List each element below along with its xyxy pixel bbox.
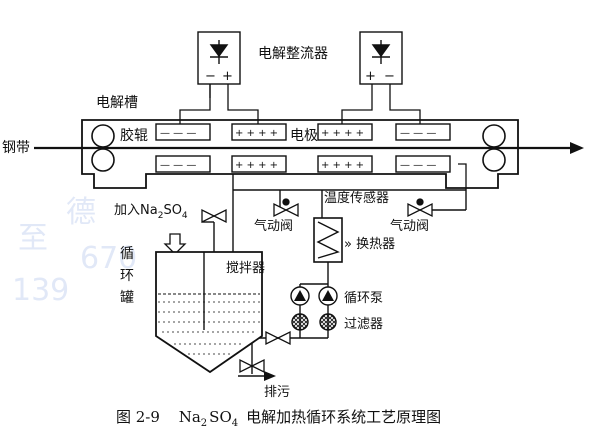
- roller-bottom-left: [91, 148, 115, 172]
- electrode-bottom-4: [395, 155, 451, 173]
- pump-label: 循环泵: [344, 291, 383, 306]
- temperature-sensor-label: 温度传感器: [324, 190, 389, 206]
- watermark-char-1: 至: [18, 221, 48, 256]
- filter-right: [319, 313, 337, 331]
- caption-figure-number: 图 2-9: [116, 408, 160, 426]
- pneumatic-valve-right-label: 气动阀: [390, 218, 429, 234]
- electrode-bottom-4-sign: — — —: [400, 160, 436, 171]
- rectifier-right-minus: −: [384, 69, 395, 84]
- mixer-label: 搅拌器: [226, 260, 265, 276]
- strip-arrow-icon: [570, 142, 584, 154]
- electrode-top-4: [395, 123, 451, 141]
- feed-valve: [201, 208, 227, 224]
- electrode-label: 电极: [290, 128, 318, 144]
- watermark-number-1: 139: [12, 273, 69, 308]
- pneumatic-valve-right: [407, 198, 433, 218]
- electrode-top-2-sign: + + + +: [235, 128, 278, 139]
- pump-icon: [322, 290, 334, 301]
- electrode-bottom-2-sign: + + + +: [235, 160, 278, 171]
- valves: [193, 198, 433, 374]
- watermark-char-2: 德: [66, 195, 96, 230]
- roller-top-left: [91, 124, 115, 148]
- add-na2so4-tail: SO: [163, 203, 181, 218]
- electrolytic-cell: [81, 119, 519, 189]
- filter-left: [291, 313, 309, 331]
- tank-label-char-3: 罐: [120, 290, 134, 306]
- electrode-top-4-sign: — — —: [400, 128, 436, 139]
- drain-valve: [239, 358, 265, 374]
- discharge-arrow-icon: [264, 371, 276, 381]
- electrode-bottom-1-sign: — — —: [160, 160, 196, 171]
- temperature-probe: [458, 163, 467, 188]
- pump-icon: [294, 290, 306, 301]
- caption-title: 电解加热循环系统工艺原理图: [246, 408, 441, 426]
- rectifier-left-box: [197, 31, 241, 85]
- electrode-bottom-2: [231, 155, 287, 173]
- feed-arrow-icon: [163, 233, 187, 255]
- discharge-label: 排污: [264, 385, 290, 400]
- watermark: 至 德 139 670: [12, 195, 137, 308]
- circulation-tank: [155, 251, 263, 374]
- rectifier-left-minus: −: [205, 69, 216, 84]
- strip-label: 钢带: [2, 140, 30, 156]
- roller-bottom-right: [482, 148, 506, 172]
- return-valve: [265, 330, 291, 346]
- electrode-top-2: [231, 123, 287, 141]
- rectifier-right: [359, 31, 403, 85]
- caption-so: SO: [209, 408, 232, 426]
- rectifier-right-box: [359, 31, 403, 85]
- pumps: [290, 286, 338, 306]
- rectifier-left: [197, 31, 241, 85]
- electrodes-bottom: [155, 155, 451, 173]
- diode-icon: [371, 44, 391, 58]
- add-na2so4-label: 加入Na2SO4: [114, 203, 188, 221]
- add-na2so4-text: 加入Na: [114, 203, 158, 218]
- electrode-top-3: [317, 123, 373, 141]
- electrode-top-1-sign: — — —: [160, 128, 196, 139]
- caption-na: Na: [179, 408, 201, 426]
- cell-label: 电解槽: [96, 95, 138, 111]
- electrode-bottom-3-sign: + + + +: [321, 160, 364, 171]
- electrode-bottom-3: [317, 155, 373, 173]
- filters: [291, 313, 337, 331]
- heat-exchanger-label: » 换热器: [344, 237, 395, 252]
- heat-exchanger: [313, 217, 343, 263]
- electrodes-top: [155, 123, 451, 141]
- electrode-top-1: [155, 123, 211, 141]
- caption-subscript-4: 4: [232, 418, 238, 429]
- filter-label: 过滤器: [344, 317, 383, 332]
- add-na2so4-subscript: 2: [158, 211, 164, 221]
- rectifier-right-plus: +: [365, 69, 376, 84]
- pneumatic-valve-left-label: 气动阀: [254, 218, 293, 234]
- roller-label: 胶辊: [120, 127, 148, 144]
- diode-icon: [209, 44, 229, 58]
- watermark-number-2: 670: [80, 241, 137, 276]
- add-na2so4-subscript-2: 4: [182, 211, 188, 221]
- tank-label-char-1: 循: [120, 246, 134, 262]
- rectifier-label: 电解整流器: [258, 46, 328, 62]
- pneumatic-valve-left: [273, 198, 299, 218]
- rectifier-left-plus: +: [222, 69, 233, 84]
- caption-subscript-2: 2: [201, 418, 207, 429]
- electrode-bottom-1: [155, 155, 211, 173]
- roller-top-right: [482, 124, 506, 148]
- tank-label-char-2: 环: [120, 268, 134, 284]
- rectifier-leads: [179, 84, 421, 124]
- electrode-top-3-sign: + + + +: [321, 128, 364, 139]
